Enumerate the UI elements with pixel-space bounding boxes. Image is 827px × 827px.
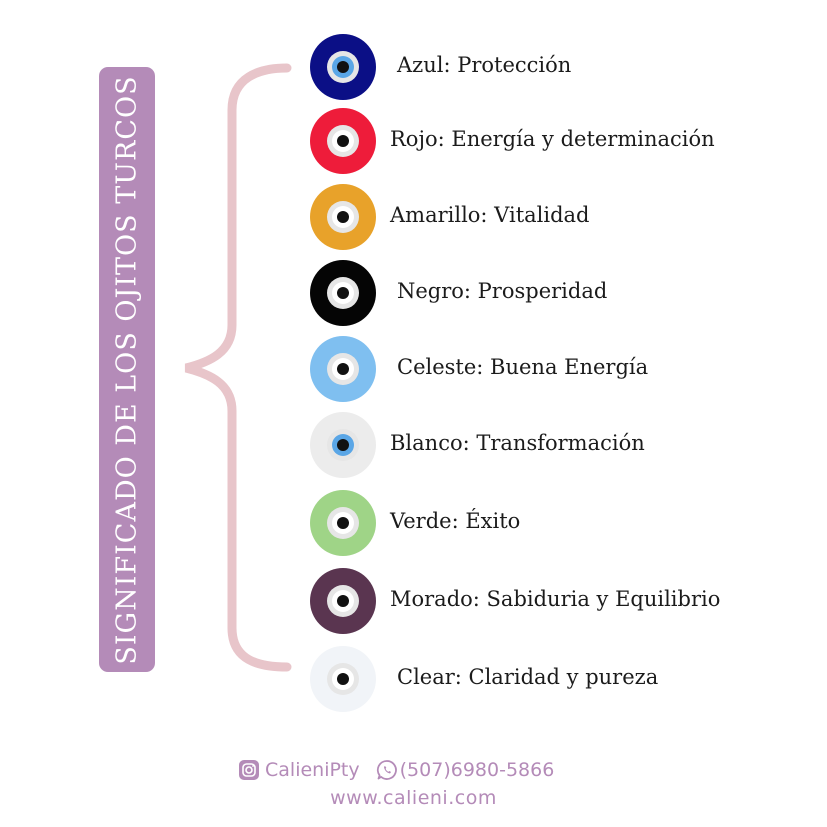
eye-meaning-label: Verde: Éxito	[390, 509, 521, 533]
phone-number[interactable]: (507)6980-5866	[399, 759, 555, 781]
eye-meaning-label: Amarillo: Vitalidad	[390, 203, 590, 227]
eye-meaning-label: Celeste: Buena Energía	[397, 355, 649, 379]
eye-meaning-label: Azul: Protección	[397, 53, 572, 77]
side-title-tag	[99, 67, 155, 672]
eye-meaning-label: Morado: Sabiduria y Equilibrio	[390, 587, 721, 611]
evil-eye-icon	[309, 259, 377, 327]
evil-eye-icon	[309, 567, 377, 635]
evil-eye-icon	[309, 183, 377, 251]
eye-meaning-label: Blanco: Transformación	[390, 431, 645, 455]
evil-eye-icon	[309, 645, 377, 713]
instagram-icon[interactable]	[238, 759, 260, 781]
evil-eye-icon	[309, 411, 377, 479]
eye-meaning-label: Clear: Claridad y pureza	[397, 665, 659, 689]
evil-eye-icon	[309, 335, 377, 403]
whatsapp-icon[interactable]	[376, 759, 398, 781]
eye-meaning-label: Negro: Prosperidad	[397, 279, 608, 303]
evil-eye-icon	[309, 33, 377, 101]
footer-contact: CalieniPty (507)6980-5866	[238, 757, 554, 783]
website-link[interactable]: www.calieni.com	[330, 787, 497, 809]
evil-eye-icon	[309, 107, 377, 175]
instagram-handle[interactable]: CalieniPty	[265, 759, 360, 781]
evil-eye-icon	[309, 489, 377, 557]
eye-meaning-label: Rojo: Energía y determinación	[390, 127, 715, 151]
